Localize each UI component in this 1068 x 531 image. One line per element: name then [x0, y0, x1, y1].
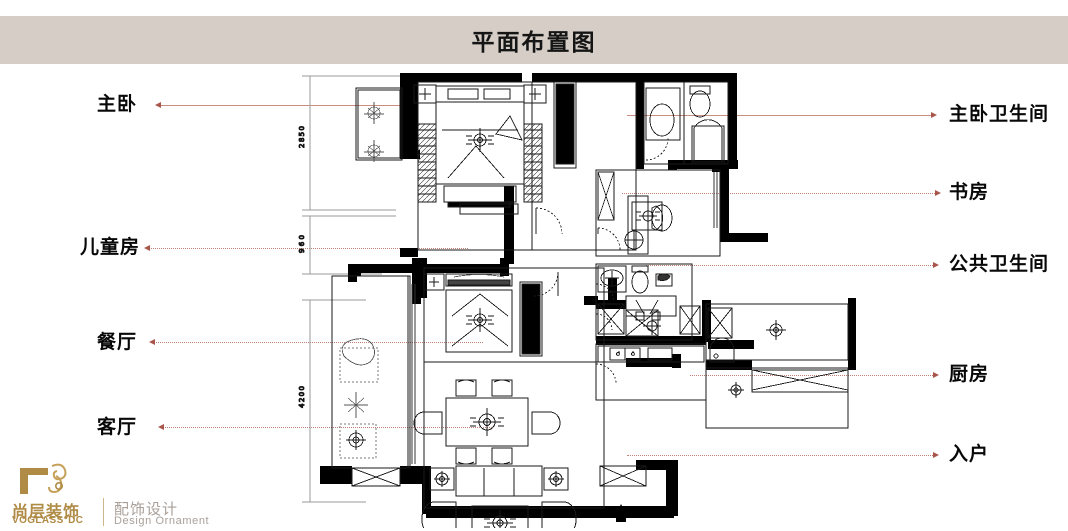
label-dining-room: 餐厅	[97, 331, 138, 353]
arrow-icon-dining-room	[149, 339, 155, 345]
arrow-icon-entrance	[933, 452, 939, 458]
page-title: 平面布置图	[471, 30, 597, 56]
leader-line-kitchen	[690, 375, 933, 376]
arrow-icon-public-bathroom	[933, 262, 939, 268]
svg-text:4200: 4200	[298, 386, 306, 408]
label-living-room: 客厅	[97, 416, 138, 438]
entry-direction-arrow	[614, 504, 628, 516]
logo-service-cn: 配饰设计	[114, 500, 179, 518]
leader-line-public-bathroom	[646, 265, 933, 266]
leader-line-master-bedroom	[159, 105, 404, 106]
floor-plan-drawing: 2850 960 4200	[296, 68, 856, 528]
leader-line-dining-room	[153, 342, 483, 343]
label-master-bedroom: 主卧	[97, 93, 138, 115]
label-children-room: 儿童房	[80, 236, 141, 258]
floor-plan-svg: 2850 960 4200	[298, 73, 856, 528]
label-entrance: 入户	[949, 443, 990, 465]
logo-service-en: Design Ornament	[114, 515, 210, 527]
logo-divider	[103, 498, 104, 526]
arrow-icon-master-bedroom	[155, 102, 161, 108]
label-study: 书房	[949, 181, 990, 203]
label-kitchen: 厨房	[949, 363, 990, 385]
arrow-icon-study	[935, 190, 941, 196]
label-public-bathroom: 公共卫生间	[949, 253, 1050, 275]
logo-mark-icon	[20, 463, 67, 494]
brand-logo: 尚层装饰 VOGLASS°DC 配饰设计 Design Ornament	[8, 462, 228, 527]
leader-line-study	[622, 193, 935, 194]
leader-line-children-room	[148, 248, 468, 249]
logo-company-name-cn: 尚层装饰	[12, 502, 81, 521]
arrow-icon-kitchen	[933, 372, 939, 378]
arrow-icon-children-room	[144, 245, 150, 251]
title-bar: 平面布置图	[0, 16, 1068, 64]
svg-text:2850: 2850	[298, 126, 306, 148]
leader-line-master-bathroom	[627, 115, 931, 116]
svg-text:960: 960	[298, 235, 306, 253]
leader-line-entrance	[627, 455, 933, 456]
label-master-bathroom: 主卧卫生间	[949, 103, 1050, 125]
arrow-icon-living-room	[158, 424, 164, 430]
arrow-icon-master-bathroom	[931, 112, 937, 118]
leader-line-living-room	[162, 427, 492, 428]
logo-company-name-en: VOGLASS°DC	[12, 515, 84, 526]
